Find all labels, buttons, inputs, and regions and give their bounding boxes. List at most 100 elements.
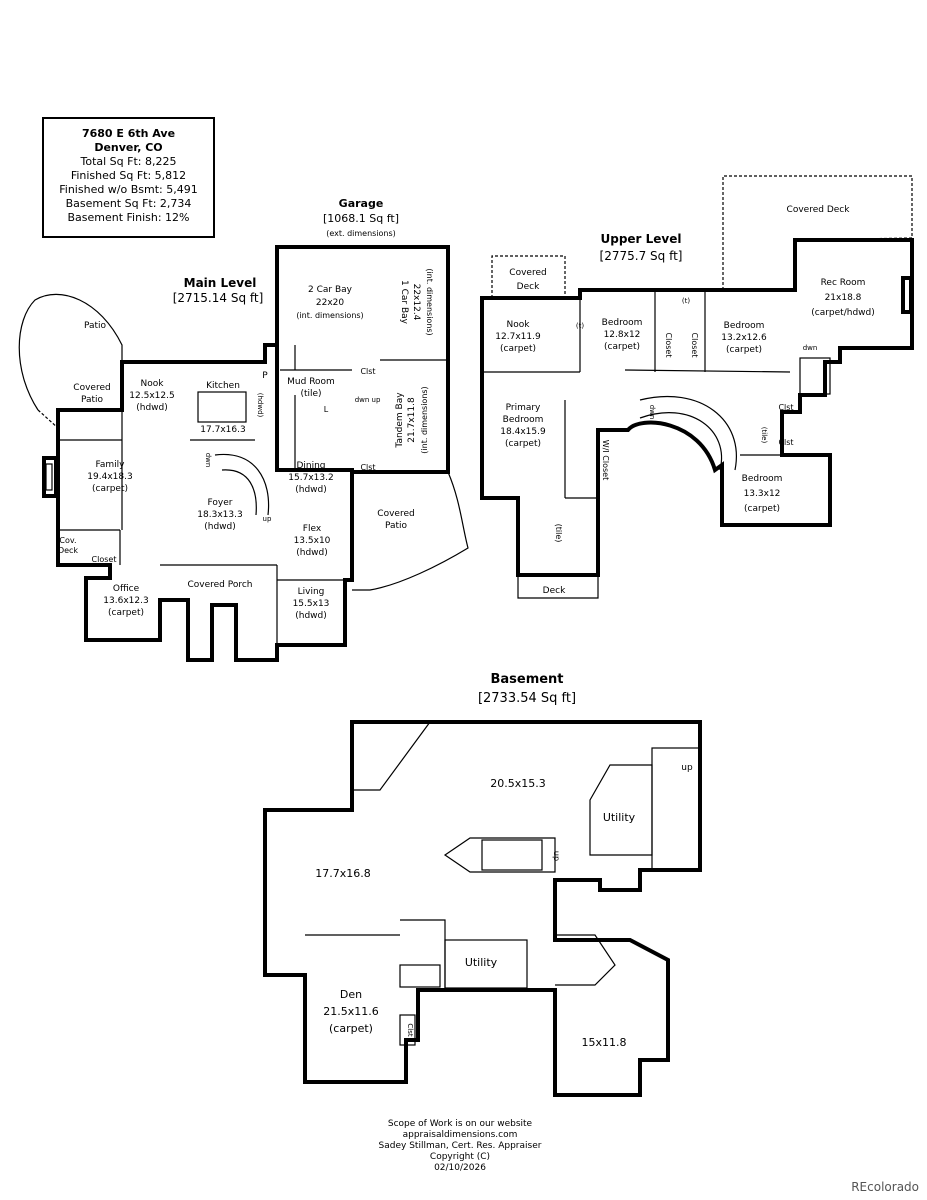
garage-area: [1068.1 Sq ft] xyxy=(323,212,399,225)
den-dims: 21.5x11.6 xyxy=(323,1005,379,1018)
finished-wo-bsmt: Finished w/o Bsmt: 5,491 xyxy=(59,183,198,196)
laundry-label: L xyxy=(324,405,329,414)
upper-clst-2: Clst xyxy=(778,438,793,447)
utility-2-walls xyxy=(444,939,528,989)
upper-nook-label: Nook xyxy=(507,320,531,330)
foyer-up-label: up xyxy=(263,515,272,523)
bedroom-1-floor: (carpet) xyxy=(604,342,640,352)
cov-deck-label-1: Cov. xyxy=(59,536,76,545)
garage-1car-text: 1 Car Bay 22x12.4 (int. dimensions) xyxy=(399,268,434,335)
upper-covered-deck-left-2: Deck xyxy=(517,282,540,292)
walk-in-closet-label: W/I Closet xyxy=(601,440,610,480)
kitchen-label: Kitchen xyxy=(206,381,240,391)
upper-nook-dims: 12.7x11.9 xyxy=(495,332,541,342)
covered-patio-2-label-1: Covered xyxy=(377,509,414,519)
foyer-stair xyxy=(221,469,257,516)
basement-sqft: Basement Sq Ft: 2,734 xyxy=(65,197,192,210)
basement-bath xyxy=(399,964,441,988)
footer-line-5: 02/10/2026 xyxy=(434,1163,486,1173)
fireplace xyxy=(45,463,53,491)
flex-floor: (hdwd) xyxy=(296,548,328,558)
kitchen-island xyxy=(197,391,247,423)
upper-deck-label: Deck xyxy=(543,586,566,596)
bedroom-3-floor: (carpet) xyxy=(744,504,780,514)
office-dims: 13.6x12.3 xyxy=(103,596,148,606)
tandem-label: Tandem Bay xyxy=(395,392,405,449)
primary-floor: (carpet) xyxy=(505,439,541,449)
upper-dwn-2: dwn xyxy=(648,405,656,420)
address-line-1: 7680 E 6th Ave xyxy=(81,127,176,140)
bedroom-1-dims: 12.8x12 xyxy=(604,330,641,340)
wall xyxy=(351,721,431,810)
bedroom-2-floor: (carpet) xyxy=(726,345,762,355)
covered-patio-2-label-2: Patio xyxy=(385,521,408,531)
address-line-2: Denver, CO xyxy=(94,141,163,154)
primary-label-2: Bedroom xyxy=(503,415,544,425)
flex-dims: 13.5x10 xyxy=(294,536,331,546)
primary-dims: 18.4x15.9 xyxy=(500,427,546,437)
den-floor: (carpet) xyxy=(329,1022,373,1035)
upper-clst-1: Clst xyxy=(778,403,793,412)
basement-room-2: 17.7x16.8 xyxy=(315,867,371,880)
bedroom-2-label: Bedroom xyxy=(724,321,765,331)
mud-room-floor: (tile) xyxy=(300,389,321,399)
primary-bath-tile: (tile) xyxy=(554,524,563,543)
garage-2car-note: (int. dimensions) xyxy=(296,311,363,320)
footer-line-2: appraisaldimensions.com xyxy=(402,1130,518,1140)
covered-patio-2-outline xyxy=(352,471,469,591)
utility-1-walls xyxy=(589,764,653,856)
living-dims: 15.5x13 xyxy=(293,599,330,609)
living-label: Living xyxy=(298,587,325,597)
garage-2car-dims: 22x20 xyxy=(316,298,345,308)
basement-area: [2733.54 Sq ft] xyxy=(478,691,576,706)
garage-2car-label: 2 Car Bay xyxy=(308,285,353,295)
dining-floor: (hdwd) xyxy=(295,485,327,495)
nook-floor: (hdwd) xyxy=(136,403,168,413)
main-clst-2: Clst xyxy=(360,463,375,472)
basement-stair xyxy=(481,839,543,871)
wall xyxy=(400,919,446,990)
garage-note: (ext. dimensions) xyxy=(326,229,396,238)
covered-patio-outline xyxy=(37,409,122,430)
mud-room-label: Mud Room xyxy=(287,377,335,387)
upper-covered-deck-left-1: Covered xyxy=(509,268,546,278)
finished-sqft: Finished Sq Ft: 5,812 xyxy=(70,169,187,182)
wall xyxy=(555,934,616,986)
main-up-label: up xyxy=(372,396,381,404)
den-label: Den xyxy=(340,988,362,1001)
family-label: Family xyxy=(96,460,126,470)
garage-1car-label: 1 Car Bay xyxy=(399,280,409,325)
dining-label: Dining xyxy=(296,461,325,471)
upper-t2: (t) xyxy=(682,297,690,305)
basement-clst: Clst xyxy=(406,1023,414,1036)
basement-stair-landing xyxy=(443,837,556,873)
basement-finish: Basement Finish: 12% xyxy=(67,211,190,224)
footer-line-3: Sadey Stillman, Cert. Res. Appraiser xyxy=(378,1141,542,1151)
nook-label: Nook xyxy=(141,379,165,389)
kitchen-dims: 17.7x16.3 xyxy=(200,425,245,435)
bedroom-2-dims: 13.2x12.6 xyxy=(721,333,767,343)
upper-dwn-1: dwn xyxy=(803,344,818,352)
family-dims: 19.4x18.3 xyxy=(87,472,132,482)
dining-dims: 15.7x13.2 xyxy=(288,473,333,483)
fireplace xyxy=(42,456,58,498)
garage-1car-dims: 22x12.4 xyxy=(411,284,421,321)
tandem-note: (int. dimensions) xyxy=(420,386,429,453)
upper-level: Upper Level [2775.7 Sq ft] Covered Deck … xyxy=(480,175,914,599)
nook-dims: 12.5x12.5 xyxy=(129,391,174,401)
upper-t1: (t) xyxy=(576,322,584,330)
covered-porch-label: Covered Porch xyxy=(187,580,252,590)
basement-up-1: up xyxy=(681,763,693,773)
summary-box: 7680 E 6th Ave Denver, CO Total Sq Ft: 8… xyxy=(42,117,215,238)
rec-room-dims: 21x18.8 xyxy=(825,293,862,303)
basement-room-3: 15x11.8 xyxy=(582,1036,627,1049)
basement-walls xyxy=(263,720,702,1097)
flex-label: Flex xyxy=(303,524,322,534)
foyer-floor: (hdwd) xyxy=(204,522,236,532)
main-level: Main Level [2715.14 Sq ft] Gara xyxy=(18,197,469,662)
main-clst-1: Clst xyxy=(360,367,375,376)
basement-closet xyxy=(399,1014,416,1046)
foyer-stair xyxy=(214,453,270,516)
bedroom-3-dims: 13.3x12 xyxy=(744,489,781,499)
